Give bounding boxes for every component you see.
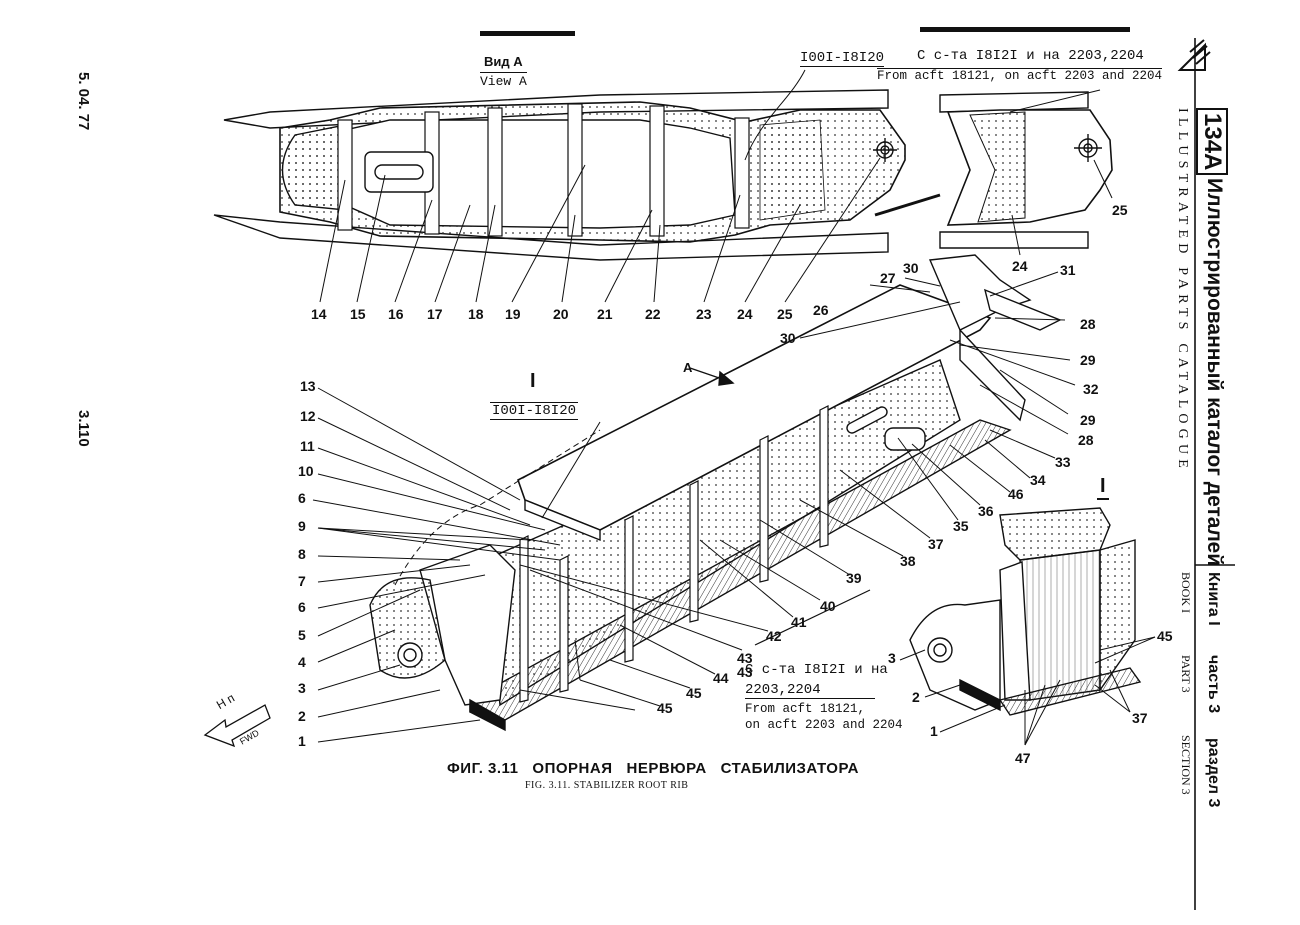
callout-10: 10 <box>298 463 314 479</box>
callout-17: 17 <box>427 306 443 322</box>
callout-28-upper: 28 <box>1080 316 1096 332</box>
view-a-plan <box>213 89 941 261</box>
callout-12: 12 <box>300 408 316 424</box>
callout-8: 8 <box>298 546 306 562</box>
callout-36: 36 <box>978 503 994 519</box>
callout-11: 11 <box>300 438 315 454</box>
applicability-bottom-ru-2: 2203,2204 <box>745 682 875 699</box>
callout-46: 46 <box>1008 486 1024 502</box>
callout-40: 40 <box>820 598 836 614</box>
callout-7: 7 <box>298 573 306 589</box>
callout-35: 35 <box>953 518 969 534</box>
sidebar-section-en: SECTION 3 <box>1179 735 1193 795</box>
detail-bottom-right <box>754 507 1142 716</box>
callout-47-detail: 47 <box>1015 750 1031 766</box>
callout-18: 18 <box>468 306 484 322</box>
view-a-label-en: View A <box>480 72 527 89</box>
sidebar-part-ru: часть 3 <box>1205 655 1222 714</box>
callout-4: 4 <box>298 654 306 670</box>
main-leaders <box>312 271 1076 743</box>
callout-25: 25 <box>777 306 793 322</box>
callout-37: 37 <box>928 536 944 552</box>
header-bar-right <box>920 27 1130 32</box>
callout-45-detail: 45 <box>1157 628 1173 644</box>
callout-3-detail: 3 <box>888 650 896 666</box>
figure-caption-en: FIG. 3.11. STABILIZER ROOT RIB <box>525 780 689 791</box>
callout-27: 27 <box>880 270 896 286</box>
detail-i-label: I <box>1097 475 1109 500</box>
callout-26: 26 <box>813 302 829 318</box>
sidebar-section-ru: раздел 3 <box>1205 738 1222 808</box>
callout-37-detail: 37 <box>1132 710 1148 726</box>
callout-6-lower: 6 <box>298 599 306 615</box>
serial-range-top: I00I-I8I20 <box>800 50 885 67</box>
callout-1: 1 <box>298 733 306 749</box>
callout-30-top: 30 <box>903 260 919 276</box>
applicability-bottom-en-2: on acft 2203 and 2204 <box>745 718 903 732</box>
callout-1-detail: 1 <box>930 723 938 739</box>
detail-top-right <box>939 89 1113 256</box>
sidebar-book-ru: Книга I <box>1205 572 1222 626</box>
sidebar-book-en: BOOK I <box>1179 572 1193 613</box>
callout-13: 13 <box>300 378 316 394</box>
view-a-leaders <box>319 69 881 303</box>
callout-9: 9 <box>298 518 306 534</box>
sidebar-logo <box>1177 38 1235 910</box>
callout-34: 34 <box>1030 472 1046 488</box>
applicability-bottom-en-1: From acft 18121, <box>745 702 866 716</box>
callout-2-detail: 2 <box>912 689 920 705</box>
callout-3: 3 <box>298 680 306 696</box>
callout-28-lower: 28 <box>1078 432 1094 448</box>
callout-43-upper: 43 <box>737 650 753 666</box>
callout-16: 16 <box>388 306 404 322</box>
callout-24: 24 <box>737 306 753 322</box>
callout-38: 38 <box>900 553 916 569</box>
callout-39: 39 <box>846 570 862 586</box>
arrow-a-label: A <box>683 360 693 375</box>
callout-32: 32 <box>1083 381 1099 397</box>
callout-5: 5 <box>298 627 306 643</box>
applicability-top-ru: С с-та I8I2I и на 2203,2204 <box>917 48 1144 64</box>
callout-44: 44 <box>713 670 729 686</box>
callout-45-upper: 45 <box>686 685 702 701</box>
sidebar-part-en: PART 3 <box>1179 655 1193 693</box>
applicability-top-en: From acft 18121, on acft 2203 and 2204 <box>877 68 1163 83</box>
callout-2: 2 <box>298 708 306 724</box>
figure-caption-ru: ФИГ. 3.11 ОПОРНАЯ НЕРВЮРА СТАБИЛИЗАТОРА <box>447 760 859 777</box>
callout-24-detail: 24 <box>1012 258 1028 274</box>
fwd-arrow <box>203 704 271 748</box>
applicability-bottom-ru-1: С с-та I8I2I и на <box>745 662 888 678</box>
section-i-label: I <box>530 370 536 392</box>
callout-43-lower: 43 <box>737 664 753 680</box>
callout-33: 33 <box>1055 454 1071 470</box>
callout-45-lower: 45 <box>657 700 673 716</box>
callout-14: 14 <box>311 306 327 322</box>
callout-23: 23 <box>696 306 712 322</box>
callout-19: 19 <box>505 306 521 322</box>
callout-21: 21 <box>597 306 613 322</box>
callout-22: 22 <box>645 306 661 322</box>
detail-bottom-leaders <box>899 636 1156 746</box>
section-i-serial: I00I-I8I20 <box>490 402 579 420</box>
view-a-label-ru: Вид А <box>484 54 523 69</box>
sidebar-title-ru: Иллюстрированный каталог деталей <box>1203 178 1226 567</box>
header-bar-left <box>480 31 575 36</box>
callout-20: 20 <box>553 306 569 322</box>
main-isometric-view <box>369 254 1062 732</box>
callout-30-lower: 30 <box>780 330 796 346</box>
callout-25-detail: 25 <box>1112 202 1128 218</box>
callout-41: 41 <box>791 614 807 630</box>
callout-29-lower: 29 <box>1080 412 1096 428</box>
callout-31: 31 <box>1060 262 1076 278</box>
callout-6-upper: 6 <box>298 490 306 506</box>
callout-29-upper: 29 <box>1080 352 1096 368</box>
sidebar-title-en: ILLUSTRATED PARTS CATALOGUE <box>1175 108 1190 474</box>
callout-15: 15 <box>350 306 366 322</box>
sidebar-model: 134А <box>1196 108 1228 176</box>
callout-42: 42 <box>766 628 782 644</box>
